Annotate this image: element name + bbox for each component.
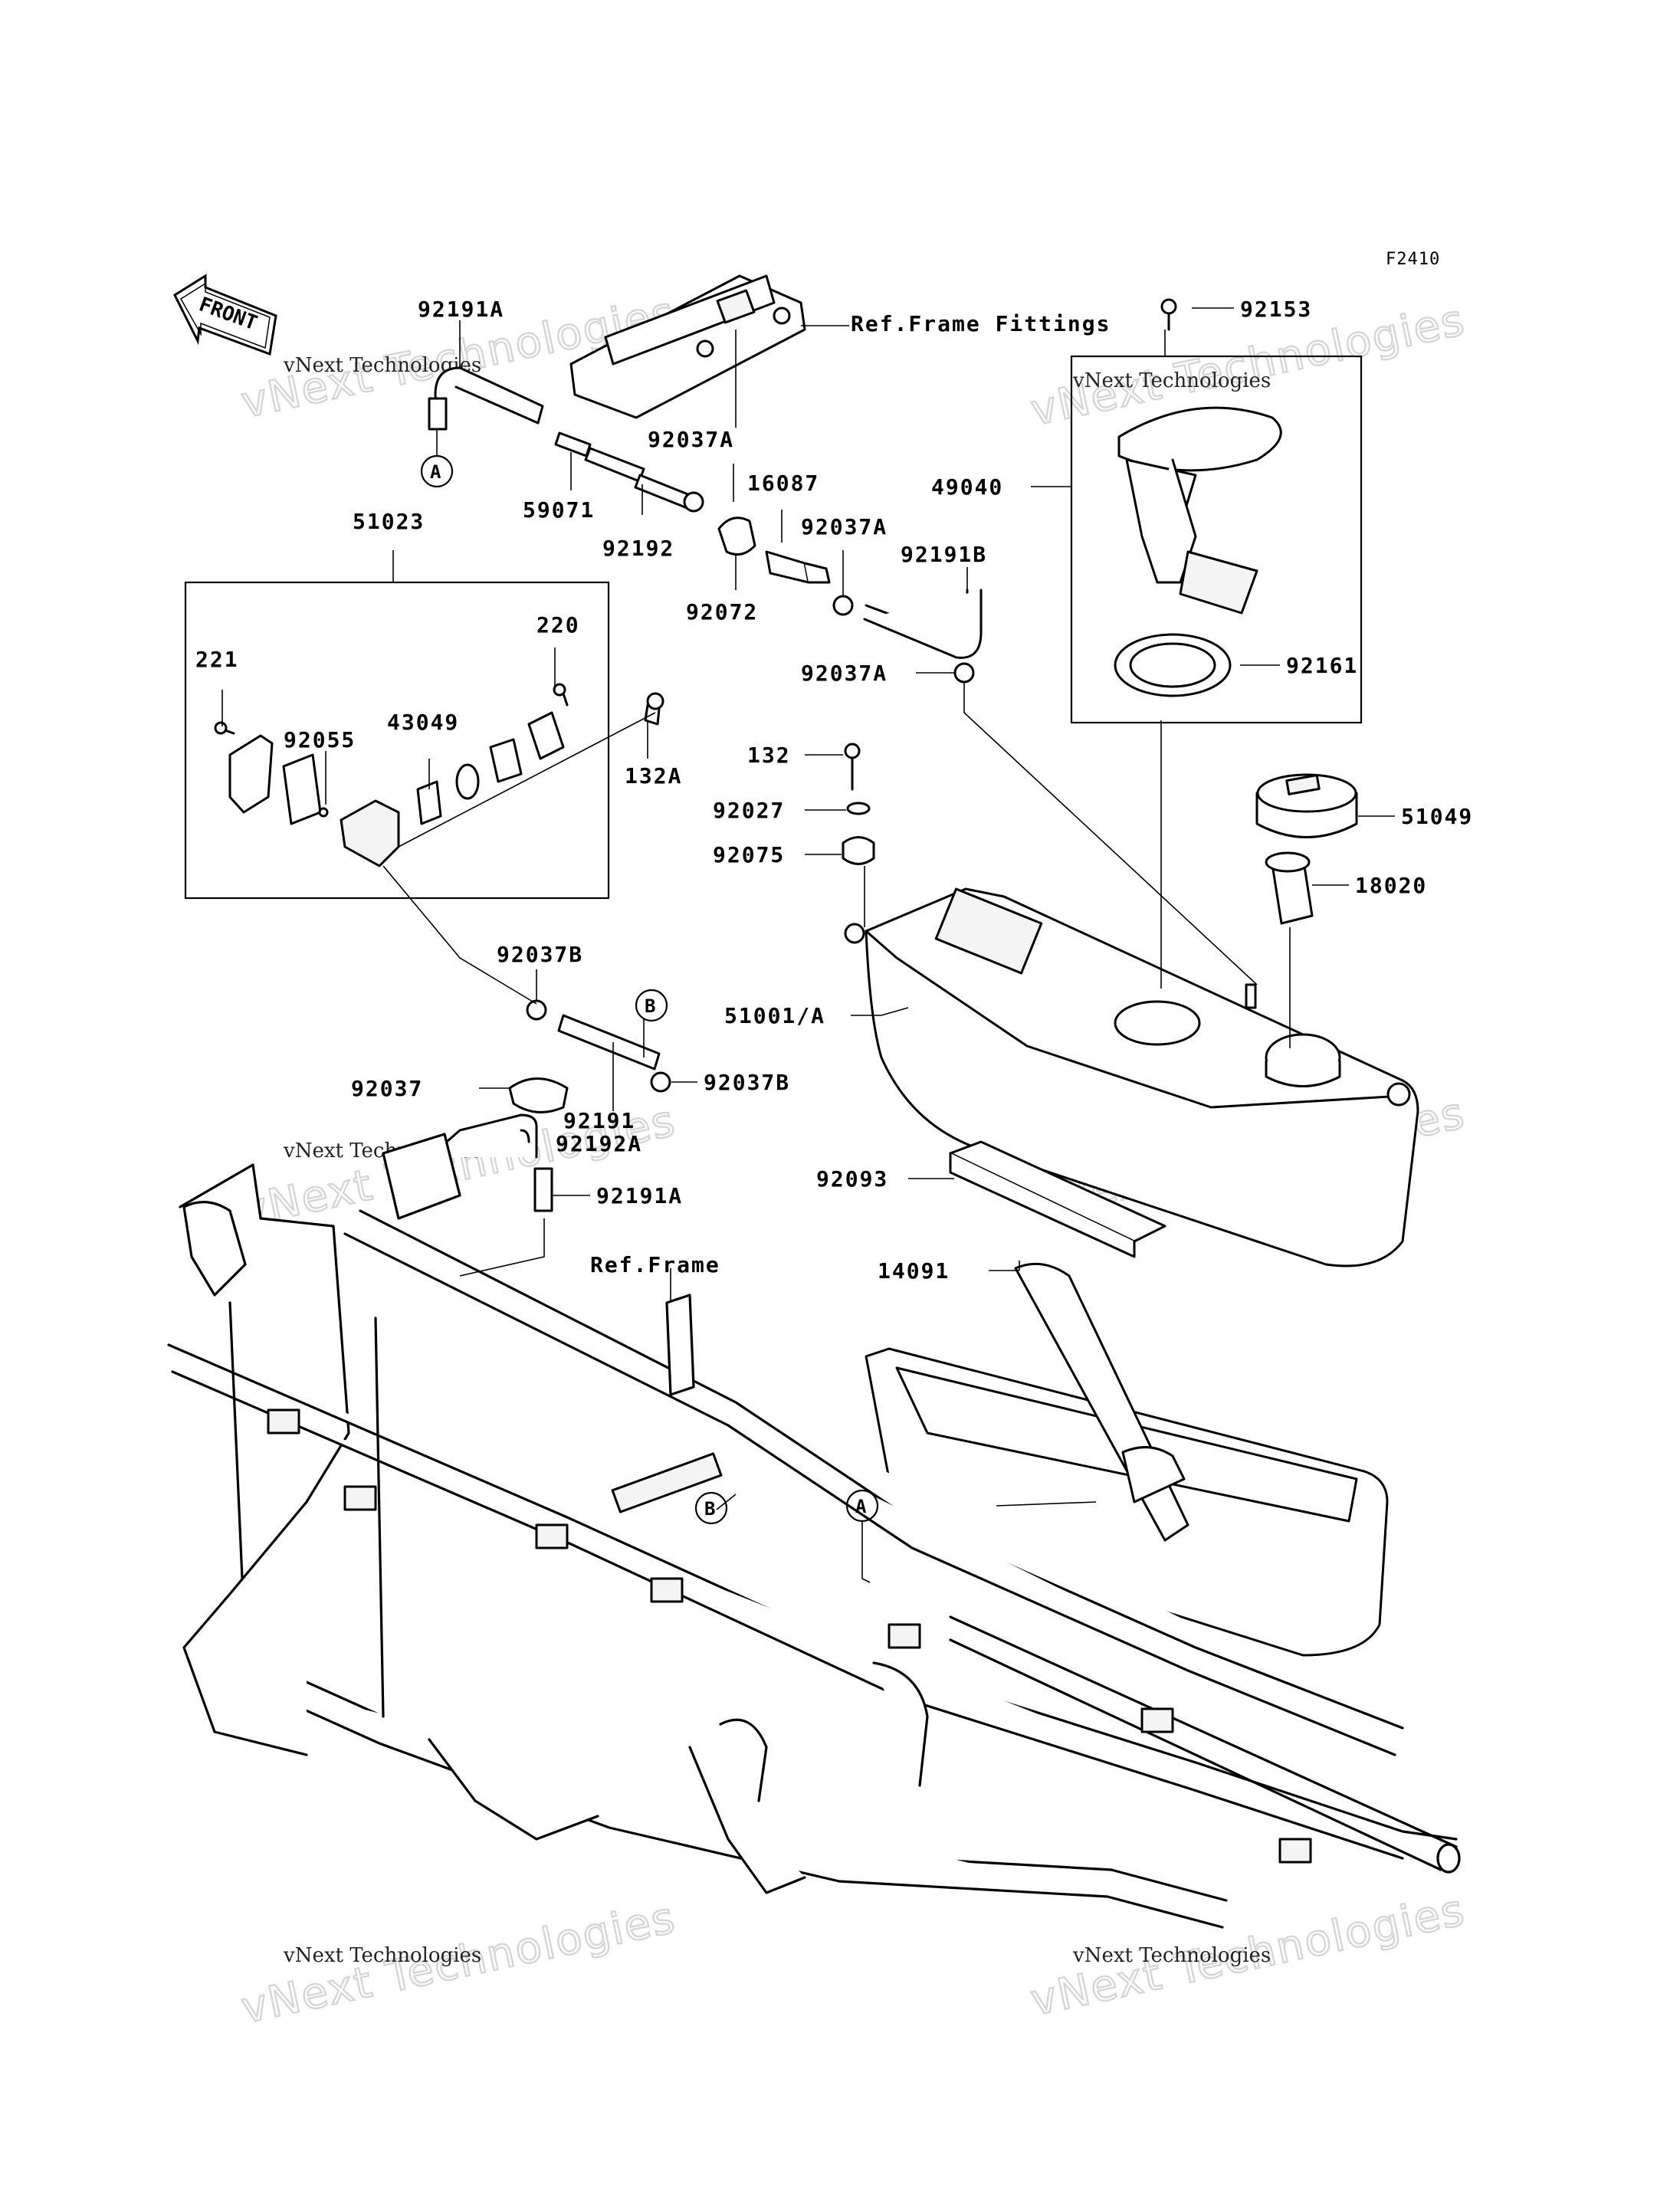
callout-b-label: B [704, 1498, 715, 1520]
ref-frame-label: Ref.Frame [590, 1252, 720, 1277]
callout-a-label: A [430, 461, 441, 483]
vehicle-frame [167, 1133, 1461, 1929]
part-label: 92037B [497, 942, 583, 967]
part-label: 92027 [713, 798, 785, 823]
part-label: 92037A [801, 661, 888, 686]
ref-frame-fittings-label: Ref.Frame Fittings [851, 311, 1111, 336]
part-label: 59071 [523, 497, 595, 523]
part-label: 92055 [284, 727, 356, 753]
fuel-pump-unit-box [1070, 298, 1363, 724]
part-label: 16087 [747, 471, 819, 496]
watermark-small: vNext Technologies [1072, 369, 1271, 392]
part-label: 92037 [351, 1076, 423, 1101]
part-label: 18020 [1355, 873, 1427, 898]
part-label: 132A [625, 763, 682, 789]
tank-mount-hardware [842, 743, 875, 865]
part-label: 51049 [1401, 804, 1473, 829]
callout-b-top: B [635, 989, 668, 1022]
part-label: 92191 [563, 1108, 635, 1133]
part-label: 92093 [816, 1166, 888, 1192]
part-label: 92075 [713, 842, 785, 867]
fuel-cap [1255, 773, 1358, 838]
part-label: 14091 [878, 1258, 950, 1284]
part-label: 92037B [704, 1070, 790, 1095]
leader-lines [221, 307, 1395, 1583]
part-label: 92192 [602, 536, 674, 561]
part-label: 51001/A [724, 1003, 825, 1028]
tank-pad [949, 1140, 1166, 1258]
part-label: 43049 [387, 710, 459, 735]
part-label: 92161 [1286, 653, 1358, 678]
callout-b-frame: B [694, 1491, 728, 1525]
part-label: 92037A [648, 427, 734, 452]
part-label: 132 [747, 743, 791, 768]
filler-neck [1265, 851, 1314, 925]
part-label: 92153 [1240, 297, 1312, 322]
fuel-pump-kit-box [184, 581, 664, 900]
part-labels: 92191A 59071 92192 92037A 16087 92037A 9… [195, 297, 1473, 1284]
fuel-line-top [428, 366, 983, 684]
part-label: 220 [536, 612, 580, 638]
frame-fitting-bracket [569, 274, 806, 419]
fuel-tank [844, 887, 1419, 1267]
part-label: 92191A [418, 297, 504, 322]
callout-a-label: A [855, 1496, 867, 1517]
part-label: 92192A [556, 1131, 642, 1156]
callout-a-top: A [420, 454, 454, 488]
part-label: 92191A [596, 1183, 683, 1208]
part-label: 49040 [931, 474, 1003, 500]
watermark-small: vNext Technologies [283, 1944, 481, 1967]
part-label: 92191B [901, 542, 987, 567]
callout-a-frame: A [845, 1489, 879, 1523]
callout-b-label: B [645, 995, 655, 1017]
watermark-small: vNext Technologies [1072, 1944, 1271, 1967]
fuel-line-lower [428, 999, 671, 1212]
front-arrow-icon: FRONT [173, 274, 277, 356]
figure-id: F2410 [1386, 250, 1440, 269]
tank-tray [865, 1262, 1389, 1657]
part-label: 51023 [353, 509, 425, 534]
part-label: 92037A [801, 514, 888, 539]
part-label: 221 [195, 647, 239, 672]
part-label: 92072 [686, 599, 758, 625]
